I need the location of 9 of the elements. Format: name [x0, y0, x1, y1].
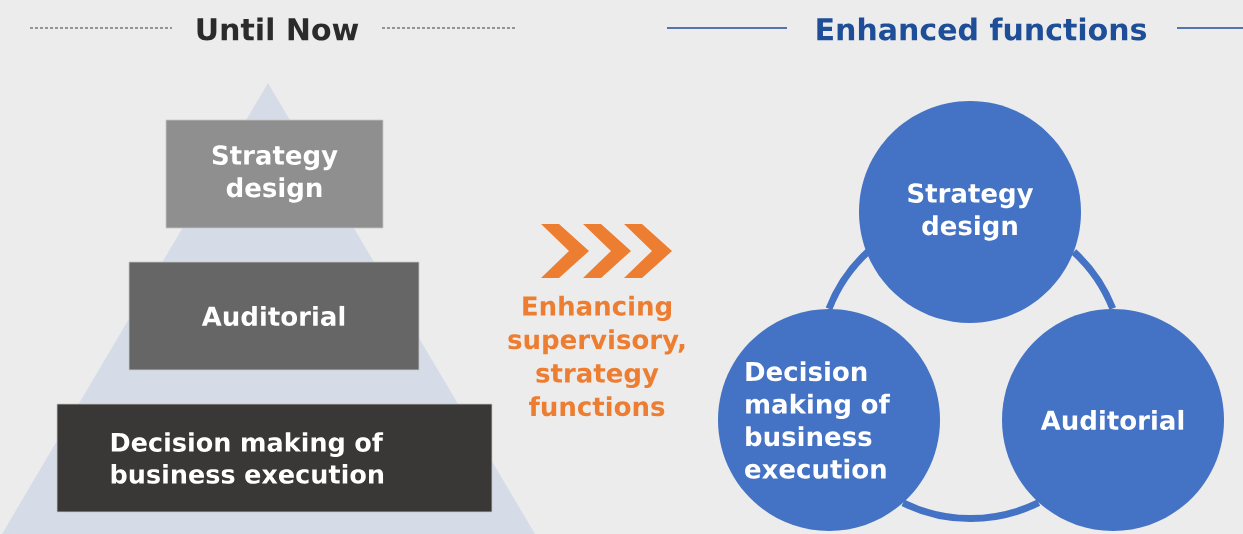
process-box: Strategy design — [165, 119, 384, 229]
ring-arc — [1071, 249, 1116, 310]
heading: Enhanced functions — [817, 17, 1147, 41]
process-box: Decision making of business execution — [56, 403, 493, 513]
heading: Until Now — [197, 17, 359, 41]
ring-arc — [825, 248, 871, 311]
note: Enhancing supervisory, strategy functions — [508, 295, 685, 417]
ring-arc — [901, 499, 1041, 523]
process-box: Auditorial — [128, 261, 420, 371]
